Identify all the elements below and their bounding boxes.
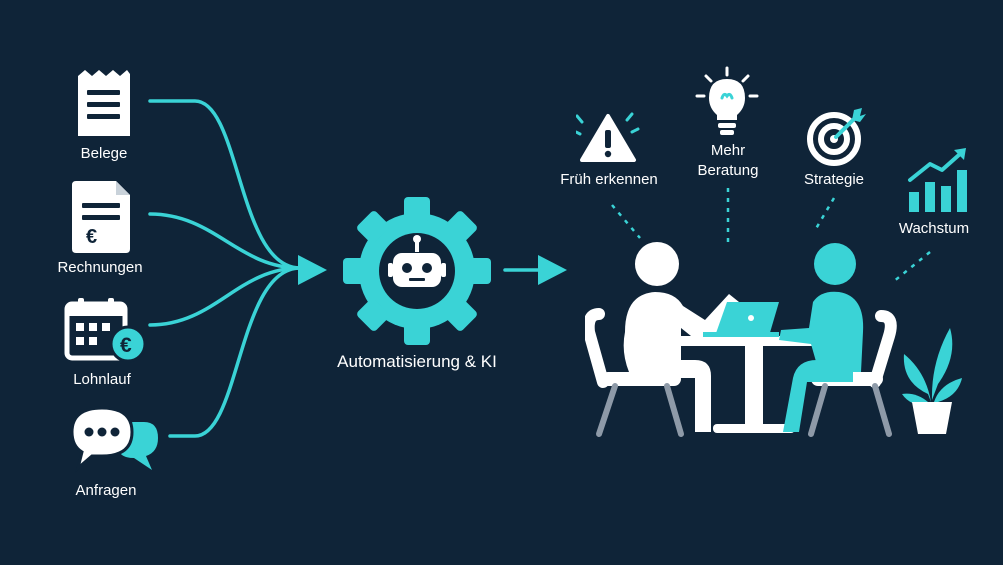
left-chair-icon xyxy=(585,308,684,437)
invoice-euro-icon: € xyxy=(72,181,130,253)
warning-icon xyxy=(576,112,640,162)
input-label-rechnungen: Rechnungen xyxy=(57,259,143,276)
arrow-to-gear xyxy=(298,255,327,285)
consultation-meeting-icon xyxy=(585,242,897,437)
calendar-euro-icon: € xyxy=(64,298,147,363)
plant-icon xyxy=(902,328,962,434)
outcome-label-frueh-erkennen: Früh erkennen xyxy=(560,171,658,188)
input-label-lohnlauf: Lohnlauf xyxy=(73,371,131,388)
connector-lohnlauf xyxy=(148,266,302,327)
advisor-person-icon xyxy=(623,242,739,432)
dash-target xyxy=(812,197,836,233)
svg-text:€: € xyxy=(120,334,132,357)
target-icon xyxy=(807,108,866,166)
laptop-icon xyxy=(703,302,779,337)
input-label-anfragen: Anfragen xyxy=(75,482,137,499)
outcome-label-strategie: Strategie xyxy=(803,171,865,188)
connector-belege xyxy=(148,99,302,270)
svg-text:€: € xyxy=(86,226,97,248)
chat-bubbles-icon xyxy=(70,406,158,473)
arrow-to-meeting xyxy=(538,255,567,285)
dash-warning xyxy=(611,204,641,239)
receipt-icon xyxy=(78,70,130,136)
outcome-label-wachstum: Wachstum xyxy=(898,220,970,237)
outcome-label-mehr-beratung: Mehr Beratung xyxy=(697,142,759,179)
growth-chart-icon xyxy=(908,148,967,212)
input-label-belege: Belege xyxy=(80,145,128,162)
connector-rechnungen xyxy=(148,212,302,270)
lightbulb-icon xyxy=(695,66,759,135)
connector-anfragen xyxy=(168,266,302,438)
dash-growth xyxy=(892,251,931,283)
center-label: Automatisierung & KI xyxy=(337,352,497,371)
client-person-icon xyxy=(779,243,864,432)
table-icon xyxy=(673,336,833,433)
gear-robot-icon xyxy=(343,197,491,345)
